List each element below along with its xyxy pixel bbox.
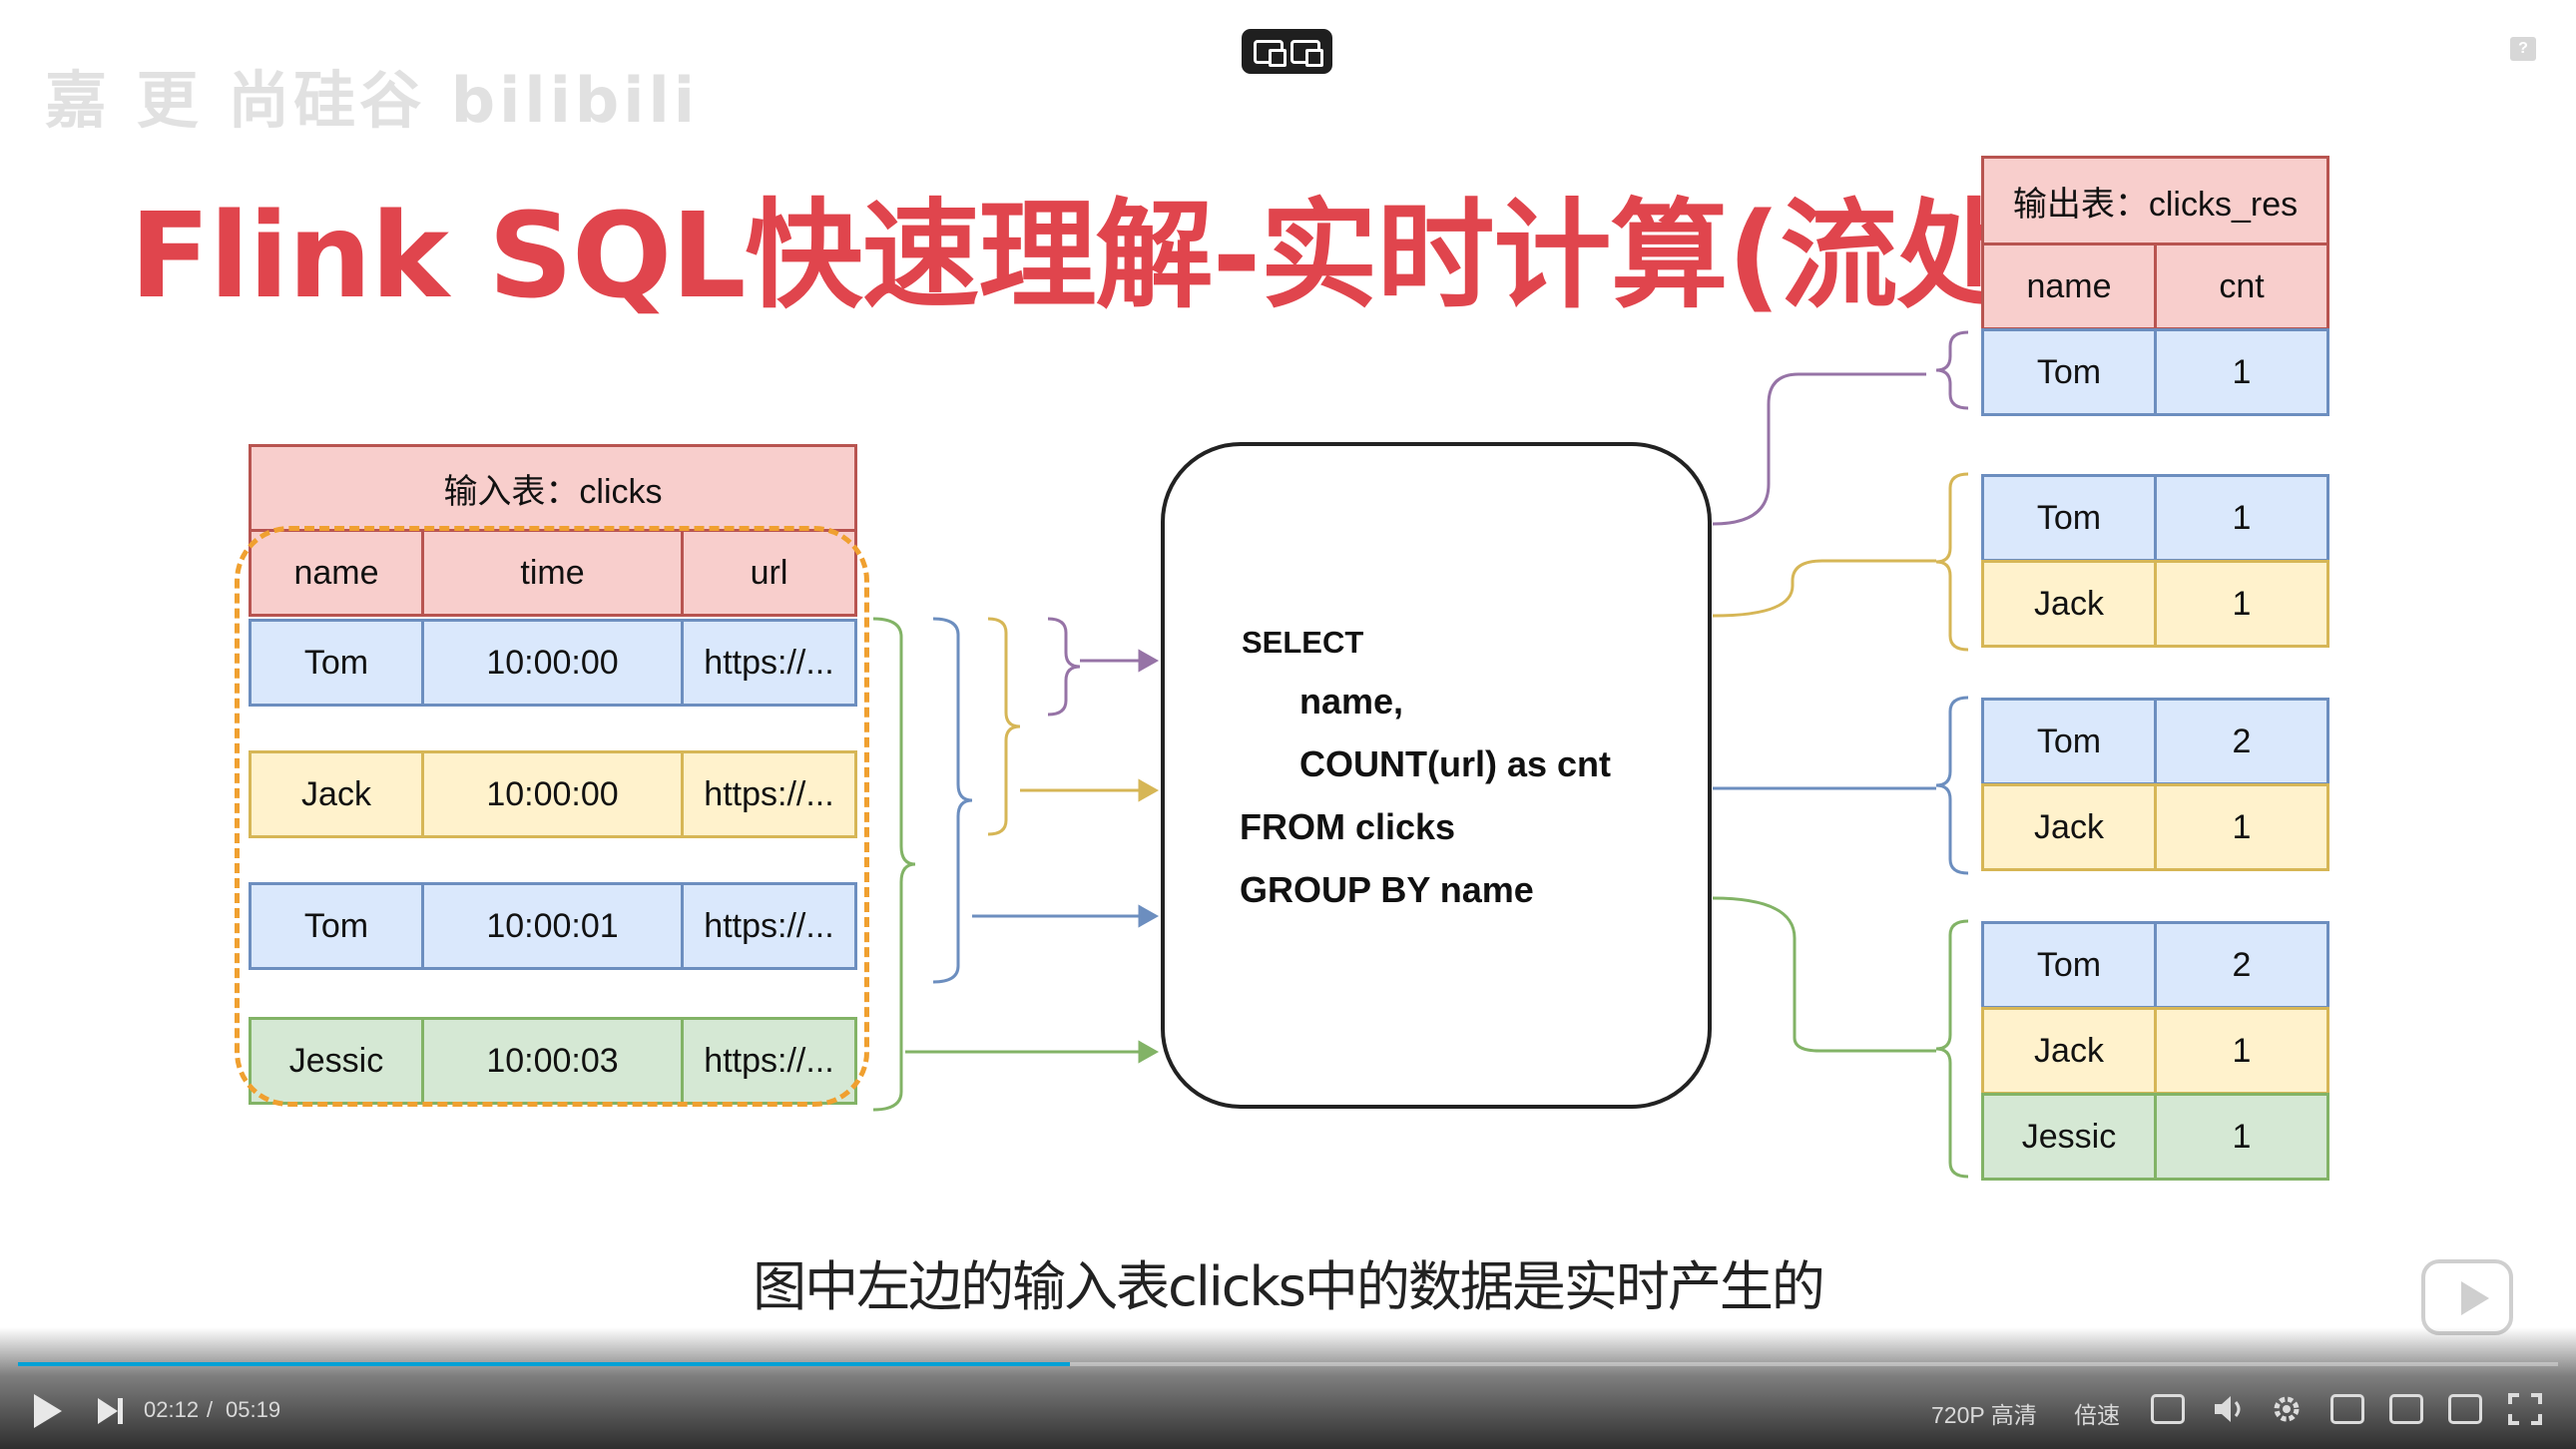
output-g4-row1-cnt: 2 [2154,921,2329,1009]
output-g1-row1-cnt: 1 [2154,328,2329,416]
input-row-4-time: 10:00:03 [421,1017,684,1105]
output-g3-row1-name: Tom [1981,698,2157,785]
input-row-3-name: Tom [249,882,424,970]
output-g4-row3-name: Jessic [1981,1093,2157,1181]
next-icon[interactable] [98,1398,118,1424]
mini-player-controls[interactable] [1242,29,1332,74]
progress-fill [18,1362,1070,1366]
output-g4-row2-name: Jack [1981,1007,2157,1095]
output-g3-row2-name: Jack [1981,783,2157,871]
input-row-1-name: Tom [249,619,424,707]
fullscreen-icon[interactable] [2507,1392,2543,1426]
help-icon[interactable]: ? [2510,37,2536,61]
sql-count: COUNT(url) as cnt [1299,743,1612,784]
output-g4-row2-cnt: 1 [2154,1007,2329,1095]
output-g2-row1-cnt: 1 [2154,474,2329,562]
mini-window-icon[interactable] [1290,39,1324,67]
sql-name: name, [1299,681,1404,722]
volume-icon[interactable] [2211,1392,2247,1426]
input-row-2-url: https://... [681,750,857,838]
next-icon-bar [118,1398,123,1424]
input-table-title: 输入表：clicks [249,444,857,532]
output-g2-row2-cnt: 1 [2154,560,2329,648]
input-row-1-url: https://... [681,619,857,707]
sql-group-by: GROUP BY name [1240,869,1534,910]
input-selection-outline [235,526,869,1107]
output-header-cnt: cnt [2154,242,2329,330]
slide-title: Flink SQL快速理解-实时计算(流处理) [130,187,2184,324]
sql-select: SELECT [1242,625,1364,660]
sql-from: FROM clicks [1240,806,1456,847]
time-separator: / [207,1397,214,1422]
input-row-3-url: https://... [681,882,857,970]
progress-track[interactable] [18,1362,2558,1366]
current-time: 02:12 [144,1397,200,1422]
output-header-name: name [1981,242,2157,330]
channel-watermark: 嘉 更 尚硅谷 bilibili [45,64,700,137]
widescreen-icon[interactable] [2389,1394,2423,1424]
picture-in-picture-icon[interactable] [1253,39,1287,67]
subtitle-off-icon[interactable] [2151,1394,2185,1424]
output-g2-row1-name: Tom [1981,474,2157,562]
pip-icon[interactable] [2330,1394,2364,1424]
input-row-1-time: 10:00:00 [421,619,684,707]
speed-button[interactable]: 倍速 [2074,1402,2120,1428]
output-g2-row2-name: Jack [1981,560,2157,648]
output-g4-row3-cnt: 1 [2154,1093,2329,1181]
sql-query-box [1161,442,1712,1109]
settings-icon[interactable] [2270,1392,2304,1426]
output-g3-row1-cnt: 2 [2154,698,2329,785]
output-g1-row1-name: Tom [1981,328,2157,416]
quality-button[interactable]: 720P 高清 [1931,1402,2037,1428]
output-g3-row2-cnt: 1 [2154,783,2329,871]
duration: 05:19 [226,1397,281,1422]
play-icon[interactable] [34,1394,62,1428]
output-g4-row1-name: Tom [1981,921,2157,1009]
side-play-icon[interactable] [2421,1259,2513,1335]
input-row-3-time: 10:00:01 [421,882,684,970]
web-fullscreen-icon[interactable] [2448,1394,2482,1424]
video-subtitle: 图中左边的输入表clicks中的数据是实时产生的 [753,1255,1825,1318]
output-table-title: 输出表：clicks_res [1981,156,2329,245]
input-row-2-time: 10:00:00 [421,750,684,838]
player-control-bar [0,1327,2576,1449]
input-row-2-name: Jack [249,750,424,838]
